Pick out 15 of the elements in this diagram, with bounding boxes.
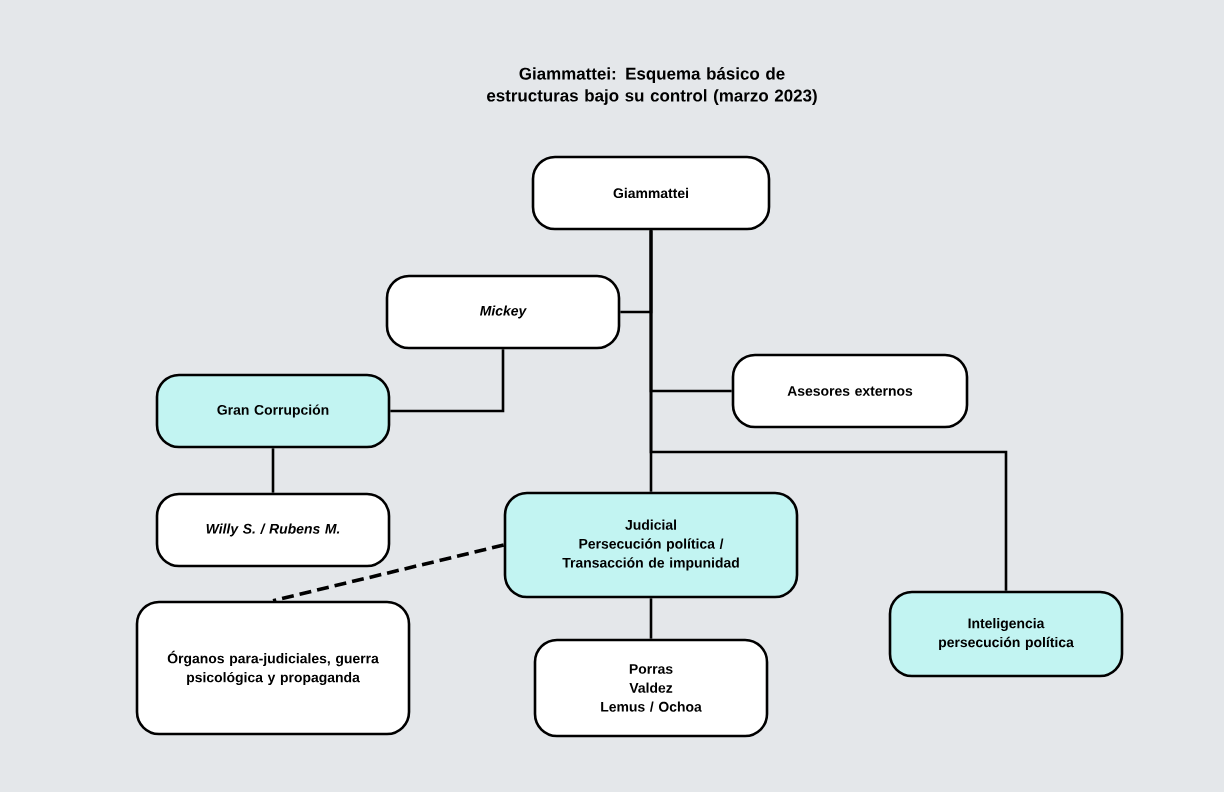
org-box: Judicial Persecución política / Transacción de impunidad xyxy=(503,491,799,599)
org-box: Asesores externos xyxy=(731,353,969,429)
org-box: Inteligencia persecución política xyxy=(888,590,1124,678)
org-box: Willy S. / Rubens M. xyxy=(155,492,391,568)
title: Giammattei: Esquema básico de estructuras bajo su control (marzo 2023) xyxy=(487,67,817,105)
org-box: Giammattei xyxy=(531,155,771,231)
org-box: Órganos para-judiciales, guerra psicológica y propaganda xyxy=(135,600,411,736)
org-box: Gran Corrupción xyxy=(155,373,391,449)
connector xyxy=(390,349,505,413)
connector xyxy=(649,598,653,639)
org-box: Mickey xyxy=(385,274,621,350)
connector xyxy=(271,448,275,493)
connector xyxy=(649,230,1008,591)
dashed-connector xyxy=(272,543,505,603)
org-box: Porras Valdez Lemus / Ochoa xyxy=(533,638,769,738)
